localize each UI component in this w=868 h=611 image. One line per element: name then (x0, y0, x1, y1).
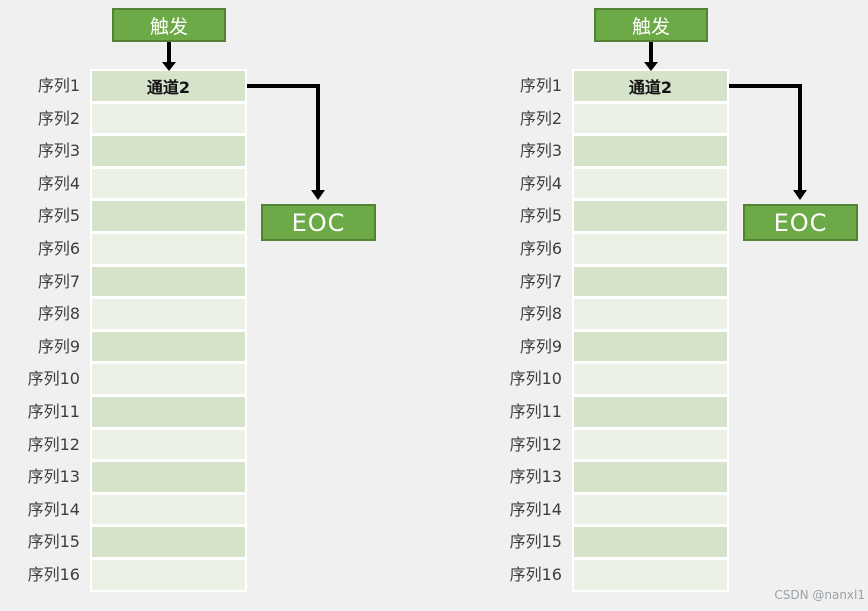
sequence-label: 序列9 (519, 336, 562, 356)
sequence-label: 序列4 (37, 173, 80, 193)
sequence-cell (574, 397, 727, 427)
sequence-label: 序列2 (37, 108, 80, 128)
sequence-cell (92, 266, 245, 297)
sequence-label: 序列6 (37, 239, 80, 258)
sequence-label: 序列14 (509, 499, 562, 519)
sequence-cell (92, 560, 245, 590)
arrow-down-icon (793, 190, 807, 200)
adc-sequence-diagram-2: 序列1 通道2 序列2 序列3 序列4 序列5 序列6 序列7 序列8 序列9 序列10 序列11 序列… (482, 0, 868, 611)
trigger-box: 触发 (112, 8, 226, 42)
sequence-label: 序列6 (519, 239, 562, 258)
sequence-label: 序列9 (37, 336, 80, 356)
sequence-cell (92, 331, 245, 362)
sequence-label: 序列12 (27, 434, 80, 454)
trigger-label: 触发 (149, 15, 188, 38)
sequence-label: 序列11 (27, 402, 80, 421)
sequence-cell (92, 299, 245, 329)
sequence-label: 序列4 (519, 173, 562, 193)
sequence-cell (574, 331, 727, 362)
sequence-label: 序列7 (519, 271, 562, 291)
sequence-cell (574, 266, 727, 297)
sequence-cell (92, 168, 245, 199)
sequence-cell (92, 429, 245, 460)
sequence-label: 序列1 (37, 76, 80, 95)
adc-sequence-diagram-1: 序列1 通道2 序列2 序列3 序列4 序列5 序列6 序列7 序列8 序列9 序列10 序列11 序列… (0, 0, 386, 611)
sequence-label: 序列15 (27, 532, 80, 552)
sequence-cell (92, 364, 245, 394)
watermark: CSDN @nanxl1 (774, 588, 865, 602)
sequence-label: 序列3 (37, 141, 80, 161)
sequence-cell (574, 462, 727, 492)
eoc-box: EOC (743, 204, 858, 241)
sequence-label: 序列5 (37, 206, 80, 226)
eoc-box: EOC (261, 204, 376, 241)
sequence-cell (92, 397, 245, 427)
sequence-cell (574, 494, 727, 525)
sequence-cell (574, 364, 727, 394)
arrow-down-icon (311, 190, 325, 200)
sequence-cell (574, 234, 727, 264)
sequence-label: 序列13 (509, 467, 562, 487)
sequence-label: 序列11 (509, 402, 562, 421)
sequence-label: 序列8 (519, 304, 562, 324)
sequence-cell (574, 201, 727, 231)
sequence-label: 序列8 (37, 304, 80, 324)
eoc-label: EOC (291, 208, 346, 237)
trigger-label: 触发 (631, 15, 670, 38)
sequence-label: 序列10 (509, 369, 562, 389)
sequence-cell (574, 168, 727, 199)
sequence-cell (92, 201, 245, 231)
sequence-label: 序列14 (27, 499, 80, 519)
sequence-cell (574, 429, 727, 460)
trigger-box: 触发 (594, 8, 708, 42)
sequence-cell (574, 299, 727, 329)
sequence-cell (92, 462, 245, 492)
sequence-cell (92, 527, 245, 557)
sequence-label: 序列1 (519, 76, 562, 95)
sequence-label: 序列15 (509, 532, 562, 552)
sequence-cell (574, 560, 727, 590)
sequence-cell (92, 494, 245, 525)
eoc-label: EOC (773, 208, 828, 237)
channel-cell: 通道2 (574, 71, 727, 101)
channel-cell: 通道2 (92, 71, 245, 101)
sequence-label: 序列10 (27, 369, 80, 389)
sequence-label: 序列12 (509, 434, 562, 454)
sequence-label: 序列3 (519, 141, 562, 161)
sequence-label: 序列16 (27, 565, 80, 584)
sequence-label: 序列7 (37, 271, 80, 291)
sequence-cell (92, 103, 245, 134)
sequence-cell (92, 136, 245, 166)
sequence-label: 序列5 (519, 206, 562, 226)
sequence-label: 序列2 (519, 108, 562, 128)
sequence-cell (574, 136, 727, 166)
sequence-cell (92, 234, 245, 264)
sequence-label: 序列16 (509, 565, 562, 584)
sequence-label: 序列13 (27, 467, 80, 487)
sequence-cell (574, 103, 727, 134)
sequence-cell (574, 527, 727, 557)
